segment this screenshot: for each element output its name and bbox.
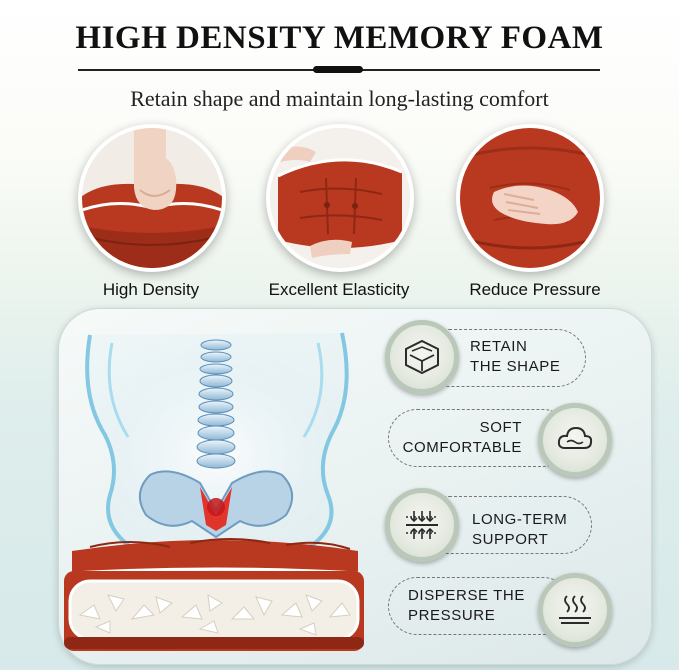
spine-cushion-illustration xyxy=(64,332,364,651)
reduce-pressure-image xyxy=(456,124,604,272)
feature-badge-soft-comfortable xyxy=(538,403,612,477)
divider-ornament xyxy=(313,66,363,73)
feature-line1: RETAIN xyxy=(470,338,528,355)
high-density-image xyxy=(78,124,226,272)
feature-badge-retain-shape xyxy=(385,320,459,394)
spine xyxy=(196,339,236,469)
feature-line2: PRESSURE xyxy=(408,607,496,624)
feature-line2: COMFORTABLE xyxy=(402,439,522,456)
feature-line1: SOFT xyxy=(479,419,522,436)
feature-badge-disperse-pressure xyxy=(538,573,612,647)
benefit-label-high-density: High Density xyxy=(102,280,200,299)
benefit-label-reduce-pressure: Reduce Pressure xyxy=(469,280,601,299)
feature-line1: DISPERSE THE xyxy=(408,587,525,604)
feature-line1: LONG-TERM xyxy=(472,511,568,528)
feature-line2: THE SHAPE xyxy=(470,358,561,375)
feature-text-retain-shape: RETAIN THE SHAPE xyxy=(470,337,560,377)
cloud-icon xyxy=(557,426,593,449)
feature-text-soft-comfortable: SOFT COMFORTABLE xyxy=(400,418,522,458)
feature-text-long-term-support: LONG-TERM SUPPORT xyxy=(472,510,567,550)
compress-arrows-icon xyxy=(406,511,438,539)
cube-icon xyxy=(405,339,439,375)
feature-line2: SUPPORT xyxy=(472,531,549,548)
page-title: HIGH DENSITY MEMORY FOAM xyxy=(75,20,604,56)
page-subtitle: Retain shape and maintain long-lasting c… xyxy=(130,86,549,111)
excellent-elasticity-image xyxy=(266,124,414,272)
feature-badge-long-term-support xyxy=(385,488,459,562)
feature-text-disperse-pressure: DISPERSE THE PRESSURE xyxy=(408,586,525,626)
benefit-label-excellent-elasticity: Excellent Elasticity xyxy=(268,280,410,299)
heat-waves-icon xyxy=(559,595,591,624)
